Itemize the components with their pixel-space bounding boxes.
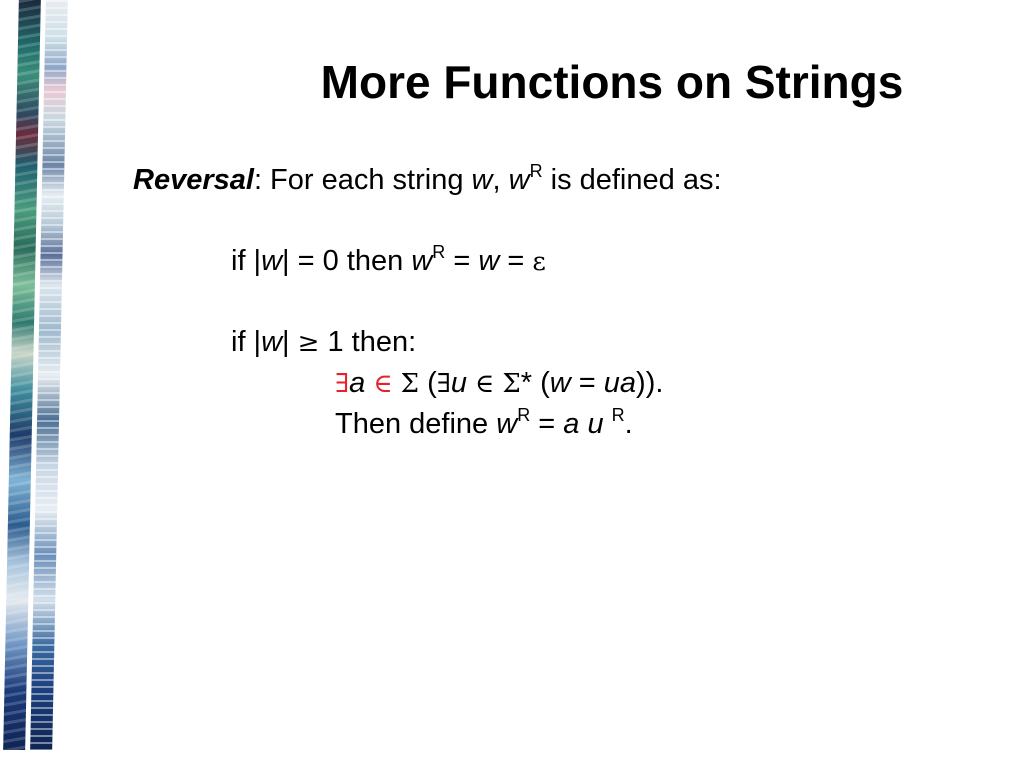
- var-u: u: [587, 408, 604, 440]
- case1-prefix: if |: [231, 245, 262, 277]
- var-w: w: [549, 367, 571, 399]
- superscript-r: R: [517, 405, 531, 425]
- open-paren: (: [532, 367, 550, 399]
- element-of-symbol: ∈: [475, 369, 495, 399]
- sigma-symbol: Σ: [400, 369, 420, 399]
- equals: =: [445, 245, 479, 277]
- period: .: [624, 408, 633, 440]
- case1-mid: | = 0 then: [282, 245, 412, 277]
- var-u: u: [450, 367, 467, 399]
- term-reversal: Reversal: [133, 164, 254, 196]
- equals: =: [530, 408, 564, 440]
- close-parens: )).: [636, 367, 664, 399]
- slide-title: More Functions on Strings: [320, 56, 904, 108]
- equals: =: [499, 245, 533, 277]
- var-w: w: [508, 164, 530, 196]
- exists-symbol: ∃: [436, 369, 451, 399]
- open-paren: (: [419, 367, 437, 399]
- var-w: w: [496, 408, 518, 440]
- geq-symbol: ≥: [297, 328, 320, 358]
- case-nonempty-line: if |w| ≥ 1 then:: [231, 324, 416, 361]
- exists-symbol: ∃: [335, 369, 350, 399]
- case2-tail: 1 then:: [319, 326, 417, 358]
- case2-prefix: if |: [231, 326, 262, 358]
- var-a: a: [563, 408, 580, 440]
- superscript-r: R: [432, 242, 446, 262]
- sigma-symbol: Σ: [502, 369, 521, 399]
- var-a: a: [349, 367, 366, 399]
- superscript-r: R: [611, 405, 625, 425]
- case-empty-line: if |w| = 0 then wR = w = ε: [231, 243, 546, 280]
- comma: ,: [492, 164, 509, 196]
- exists-line: ∃a ∈ Σ (∃u ∈ Σ* (w = ua)).: [335, 365, 663, 402]
- var-ua: ua: [603, 367, 637, 399]
- intro-text: For each string: [262, 164, 472, 196]
- var-w: w: [411, 245, 433, 277]
- define-prefix: Then define: [335, 408, 497, 440]
- reversal-definition-line: Reversal: For each string w, wR is defin…: [133, 162, 722, 198]
- define-line: Then define wR = a u R.: [335, 406, 633, 442]
- intro-tail: is defined as:: [542, 164, 722, 196]
- equals: =: [570, 367, 604, 399]
- var-w: w: [261, 245, 283, 277]
- var-w: w: [261, 326, 283, 358]
- kleene-star: *: [520, 367, 533, 399]
- var-w: w: [478, 245, 500, 277]
- element-of-symbol: ∈: [373, 369, 393, 399]
- colon: :: [253, 164, 262, 196]
- abs-bar: |: [282, 326, 298, 358]
- var-w: w: [471, 164, 493, 196]
- superscript-r: R: [529, 161, 543, 181]
- epsilon-symbol: ε: [532, 247, 546, 277]
